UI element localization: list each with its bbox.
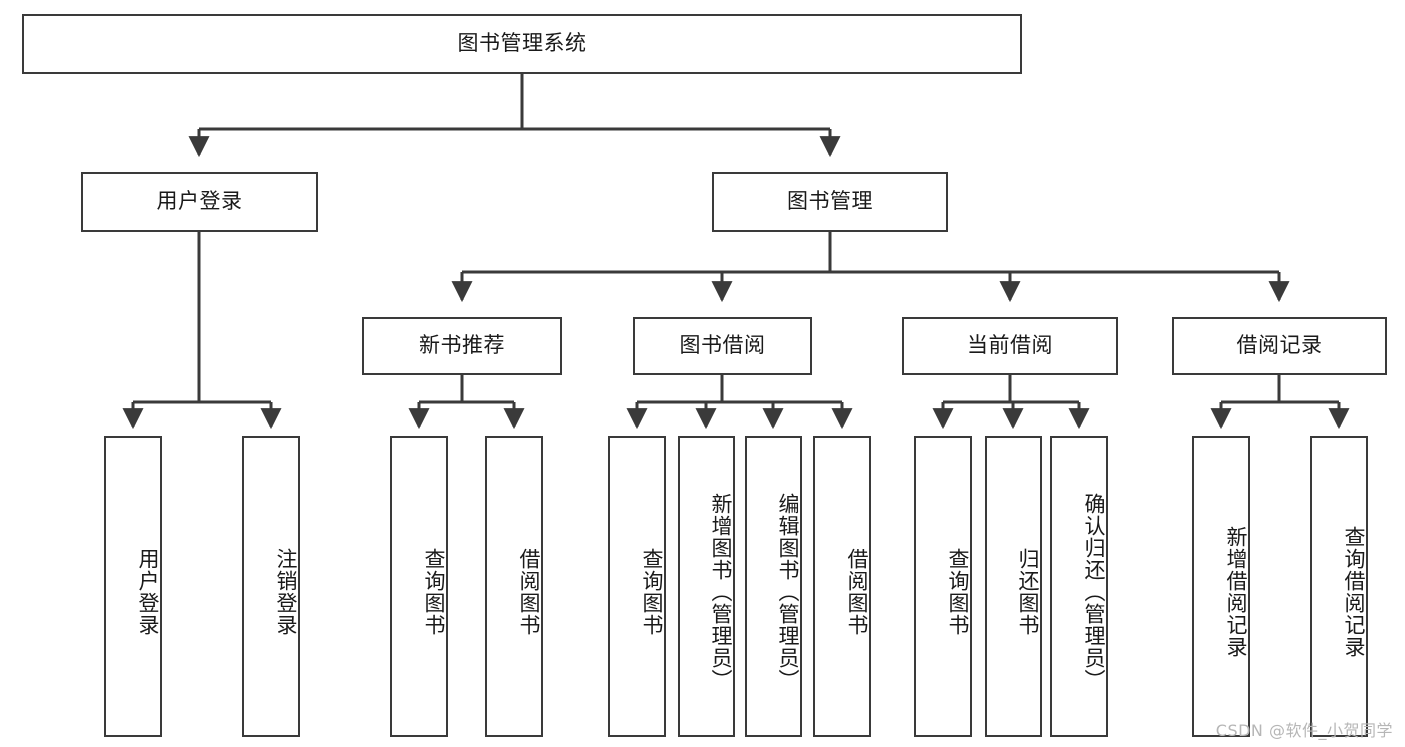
node-root-label: 图书管理系统 — [457, 31, 587, 56]
node-current-borrow[interactable]: 当前借阅 — [902, 317, 1118, 375]
leaf-add-borrow-record-label: 新增借阅记录 — [1224, 525, 1248, 658]
leaf-query-book-current[interactable]: 查询图书 — [914, 436, 972, 737]
node-borrow-record[interactable]: 借阅记录 — [1172, 317, 1387, 375]
node-book-borrow[interactable]: 图书借阅 — [633, 317, 812, 375]
leaf-return-book[interactable]: 归还图书 — [985, 436, 1042, 737]
node-book-management[interactable]: 图书管理 — [712, 172, 948, 232]
node-new-book-recommend[interactable]: 新书推荐 — [362, 317, 562, 375]
node-book-management-label: 图书管理 — [787, 189, 873, 214]
leaf-confirm-return-admin[interactable]: 确认归还（管理员） — [1050, 436, 1108, 737]
leaf-user-login-label: 用户登录 — [136, 547, 160, 636]
node-new-book-recommend-label: 新书推荐 — [419, 333, 505, 358]
leaf-logout-label: 注销登录 — [274, 547, 298, 636]
node-book-borrow-label: 图书借阅 — [679, 333, 766, 358]
node-user-login-label: 用户登录 — [156, 189, 243, 214]
leaf-add-borrow-record[interactable]: 新增借阅记录 — [1192, 436, 1250, 737]
node-current-borrow-label: 当前借阅 — [967, 333, 1053, 358]
leaf-borrow-book-recommend[interactable]: 借阅图书 — [485, 436, 543, 737]
node-user-login[interactable]: 用户登录 — [81, 172, 318, 232]
leaf-add-book-admin-label: 新增图书（管理员） — [709, 492, 733, 691]
leaf-return-book-label: 归还图书 — [1016, 547, 1040, 636]
leaf-edit-book-admin[interactable]: 编辑图书（管理员） — [745, 436, 802, 737]
leaf-edit-book-admin-label: 编辑图书（管理员） — [776, 492, 800, 691]
leaf-query-book-recommend-label: 查询图书 — [422, 547, 446, 636]
leaf-logout[interactable]: 注销登录 — [242, 436, 300, 737]
leaf-borrow-book[interactable]: 借阅图书 — [813, 436, 871, 737]
leaf-query-borrow-record[interactable]: 查询借阅记录 — [1310, 436, 1368, 737]
leaf-query-book-borrow[interactable]: 查询图书 — [608, 436, 666, 737]
node-root[interactable]: 图书管理系统 — [22, 14, 1022, 74]
leaf-borrow-book-recommend-label: 借阅图书 — [517, 547, 541, 636]
leaf-query-book-borrow-label: 查询图书 — [640, 547, 664, 636]
leaf-borrow-book-label: 借阅图书 — [845, 547, 869, 636]
node-borrow-record-label: 借阅记录 — [1236, 333, 1323, 358]
leaf-query-book-recommend[interactable]: 查询图书 — [390, 436, 448, 737]
leaf-add-book-admin[interactable]: 新增图书（管理员） — [678, 436, 735, 737]
leaf-user-login[interactable]: 用户登录 — [104, 436, 162, 737]
leaf-query-borrow-record-label: 查询借阅记录 — [1342, 525, 1366, 658]
leaf-query-book-current-label: 查询图书 — [946, 547, 970, 636]
leaf-confirm-return-admin-label: 确认归还（管理员） — [1082, 492, 1106, 691]
